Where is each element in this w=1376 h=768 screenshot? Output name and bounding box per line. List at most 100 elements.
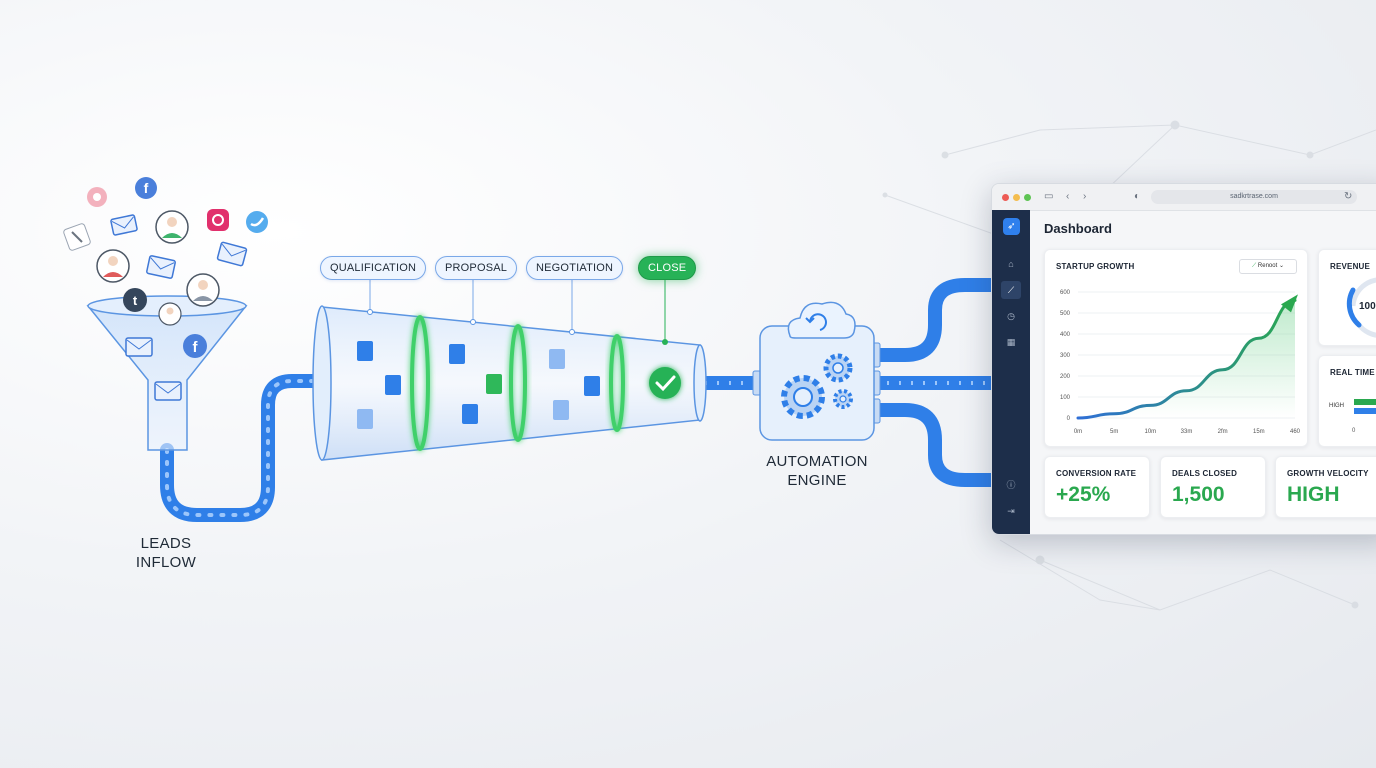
kpi-card-conversion-rate: CONVERSION RATE +25% <box>1044 456 1150 518</box>
series-line <box>1076 298 1297 420</box>
x-tick-label: 5m <box>1110 429 1118 435</box>
cloud-sync-icon <box>787 301 856 339</box>
url-bar[interactable]: sadkrtrase.com <box>1151 190 1357 204</box>
svg-text:t: t <box>133 293 138 308</box>
mail-icon <box>146 255 176 279</box>
gear-icon <box>833 389 853 409</box>
instagram-icon <box>207 209 229 231</box>
minimize-window-button[interactable] <box>1013 194 1020 201</box>
lead-source-icons: f t f <box>63 177 268 401</box>
growth-filter-dropdown[interactable]: ⟋ Renoot ⌄ <box>1239 259 1297 274</box>
pipe-engine-to-dashboard-top <box>875 278 995 362</box>
kpi-card-growth-velocity: GROWTH VELOCITY HIGH <box>1275 456 1376 518</box>
trend-arrow-head <box>1281 294 1298 313</box>
document-icon <box>357 409 373 429</box>
grid-icon[interactable]: ▦ <box>1006 337 1016 347</box>
kpi-label: GROWTH VELOCITY <box>1287 469 1369 478</box>
tumblr-icon: t <box>123 288 147 312</box>
kpi-label: DEALS CLOSED <box>1172 469 1238 478</box>
maximize-window-button[interactable] <box>1024 194 1031 201</box>
info-icon[interactable]: ⓘ <box>1006 480 1016 490</box>
gear-icon <box>823 353 853 383</box>
stage-qualification: QUALIFICATION <box>320 256 427 280</box>
x-tick-label: 33m <box>1181 429 1193 435</box>
close-window-button[interactable] <box>1002 194 1009 201</box>
back-arrow-icon[interactable]: ‹ <box>1066 191 1070 202</box>
sidebar-toggle-icon[interactable]: ▭ <box>1044 191 1054 202</box>
document-icon <box>486 374 502 394</box>
revenue-value: 100 <box>1359 301 1376 312</box>
check-circle-icon <box>649 367 681 399</box>
stage-divider <box>609 334 625 432</box>
y-tick-label: 100 <box>1060 395 1071 401</box>
forward-arrow-icon[interactable]: › <box>1083 191 1087 202</box>
shield-icon: ◐ <box>1134 191 1141 202</box>
realtime-bar-label: HIGH <box>1329 403 1344 409</box>
pipe-network <box>160 278 995 522</box>
automation-engine-caption: AUTOMATION ENGINE <box>757 452 877 490</box>
kpi-value: HIGH <box>1287 483 1340 506</box>
mail-icon <box>154 381 182 401</box>
user-icon <box>155 210 189 244</box>
mail-icon <box>125 337 153 357</box>
revenue-card-title: REVENUE <box>1330 262 1371 271</box>
x-tick-label: 15m <box>1253 429 1265 435</box>
home-icon[interactable]: ⌂ <box>1008 259 1014 269</box>
mail-icon <box>110 214 138 236</box>
phone-icon <box>63 223 91 251</box>
x-tick-label: 2fm <box>1218 429 1228 435</box>
dashboard-browser-window: ▭ ‹ › ◐ sadkrtrase.com ↻ ➶ ⌂ ⟋ ◷ ▦ ⓘ ⇥ D… <box>991 183 1376 535</box>
dashboard-sidebar: ➶ ⌂ ⟋ ◷ ▦ ⓘ ⇥ <box>992 210 1030 534</box>
y-tick-label: 0 <box>1067 416 1071 422</box>
stage-divider <box>509 324 527 442</box>
user-icon <box>186 273 220 307</box>
pinterest-icon <box>87 187 107 207</box>
svg-text:f: f <box>144 180 149 196</box>
x-tick-label: 460 <box>1290 429 1301 435</box>
clock-icon[interactable]: ◷ <box>1007 311 1015 321</box>
dashboard-title: Dashboard <box>1044 221 1112 236</box>
leads-caption-line1: LEADS <box>140 535 192 552</box>
document-icon <box>553 400 569 420</box>
engine-caption-line1: AUTOMATION <box>766 453 868 470</box>
svg-text:f: f <box>193 339 199 356</box>
kpi-value: 1,500 <box>1172 483 1225 506</box>
stage-proposal: PROPOSAL <box>435 256 518 280</box>
logout-icon[interactable]: ⇥ <box>1007 506 1015 516</box>
x-tick-label: 0m <box>1074 429 1082 435</box>
kpi-card-deals-closed: DEALS CLOSED 1,500 <box>1160 456 1266 518</box>
facebook-icon: f <box>135 177 157 199</box>
browser-titlebar: ▭ ‹ › ◐ sadkrtrase.com ↻ <box>992 184 1376 211</box>
twitter-icon <box>246 211 268 233</box>
x-tick-label: 10m <box>1144 429 1156 435</box>
stage-divider <box>410 315 430 451</box>
trend-icon: ⟋ <box>1252 263 1257 269</box>
series-area <box>1078 300 1295 418</box>
realtime-axis-tick: 0 <box>1352 428 1356 434</box>
leads-caption-line2: INFLOW <box>135 554 197 571</box>
revenue-gauge <box>1346 277 1376 338</box>
leads-inflow-caption: LEADS INFLOW <box>116 534 216 572</box>
y-tick-label: 600 <box>1060 290 1071 296</box>
user-icon <box>96 249 130 283</box>
document-icon <box>357 341 373 361</box>
document-icon <box>385 375 401 395</box>
pipe-funnel-to-tube <box>160 374 327 522</box>
document-icon <box>549 349 565 369</box>
background-network <box>882 120 1376 611</box>
document-icon <box>584 376 600 396</box>
automation-engine <box>752 301 881 441</box>
app-logo-icon[interactable]: ➶ <box>1003 218 1020 235</box>
chevron-down-icon: ⌄ <box>1278 263 1284 269</box>
analytics-icon[interactable]: ⟋ <box>1001 281 1021 299</box>
reload-icon[interactable]: ↻ <box>1344 191 1353 202</box>
mail-icon <box>216 241 248 267</box>
engine-caption-line2: ENGINE <box>787 472 847 489</box>
gear-icon <box>781 375 825 419</box>
y-tick-label: 300 <box>1060 353 1071 359</box>
y-tick-label: 400 <box>1060 332 1071 338</box>
pipe-engine-to-dashboard-bottom <box>875 403 995 487</box>
stage-negotiation: NEGOTIATION <box>526 256 624 280</box>
